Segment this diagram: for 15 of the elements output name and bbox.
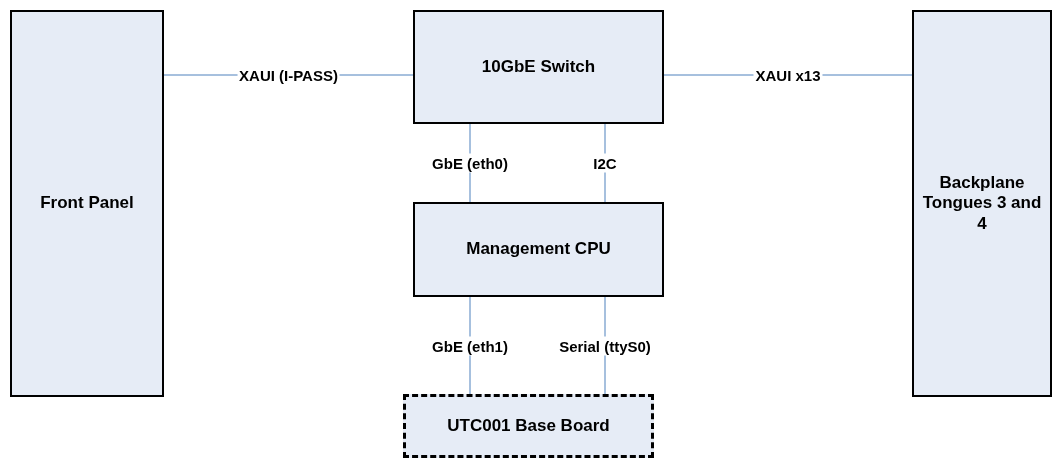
- connector-line: [469, 296, 471, 395]
- switch-box: [413, 10, 664, 124]
- base-board-box: [403, 394, 654, 458]
- edge-label: GbE (eth1): [430, 336, 510, 355]
- box-label: Backplane Tongues 3 and 4: [921, 172, 1043, 235]
- box-label: Front Panel: [40, 193, 134, 214]
- edge-label: GbE (eth0): [430, 153, 510, 173]
- edge-label: I2C: [591, 153, 619, 173]
- box-label: 10GbE Switch: [481, 56, 596, 78]
- box-label: UTC001 Base Board: [447, 415, 610, 437]
- backplane-box: [912, 10, 1052, 397]
- panel-box: [10, 10, 164, 397]
- edge-label: Serial (ttyS0): [557, 336, 653, 355]
- box-label: Management CPU: [466, 239, 611, 260]
- cpu-box: [413, 202, 664, 297]
